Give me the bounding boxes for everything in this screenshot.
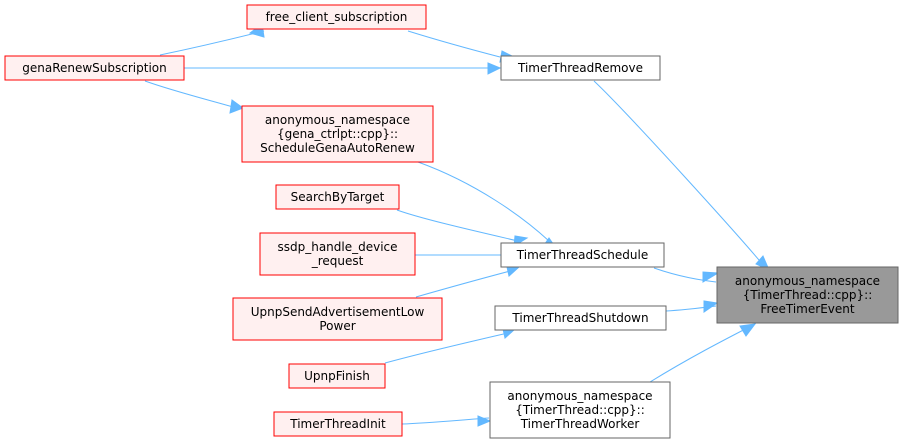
edge-line — [593, 80, 765, 267]
edge-TimerThreadShutdown-UpnpFinish — [384, 328, 517, 364]
node-label: ScheduleGenaAutoRenew — [260, 141, 415, 155]
edge-line — [144, 80, 241, 110]
node-box — [494, 305, 667, 331]
edge-TimerThreadSchedule-UpnpSendAdvertisementLowPower — [415, 266, 521, 298]
edge-TimerThreadRemove-genaRenewSubscription — [184, 62, 502, 75]
node-box — [259, 232, 416, 276]
edge-line — [653, 267, 717, 283]
node-box — [241, 105, 434, 163]
node-genaRenewSubscription[interactable]: genaRenewSubscription — [4, 55, 185, 81]
arrowhead-icon — [702, 271, 720, 283]
node-free_client_subscription[interactable]: free_client_subscription — [246, 4, 427, 30]
node-label: TimerThreadShutdown — [511, 311, 648, 325]
edge-line — [649, 323, 756, 383]
node-box — [500, 55, 661, 81]
edge-TimerThreadWorker-TimerThreadInit — [401, 415, 492, 427]
edge-line — [417, 161, 550, 242]
node-TimerThreadInit[interactable]: TimerThreadInit — [273, 411, 403, 437]
edge-line — [415, 269, 515, 298]
node-box — [4, 55, 185, 81]
node-label: anonymous_namespace — [265, 113, 410, 127]
node-label: _request — [311, 254, 364, 268]
edge-TimerThreadSchedule-ScheduleGenaAutoRenew — [417, 161, 560, 252]
edge-FreeTimerEvent-TimerThreadSchedule — [653, 267, 720, 283]
node-label: {gena_ctrlpt::cpp}:: — [277, 127, 398, 141]
arrowhead-icon — [703, 300, 719, 313]
node-label: TimerThreadWorker — [520, 417, 640, 431]
arrowhead-icon — [477, 415, 492, 427]
node-label: UpnpFinish — [304, 369, 370, 383]
edge-line — [384, 331, 513, 364]
node-label: ssdp_handle_device — [277, 240, 397, 254]
node-box — [288, 363, 386, 389]
node-label: FreeTimerEvent — [760, 302, 854, 316]
node-ssdp_handle_device_request[interactable]: ssdp_handle_device_request — [259, 232, 416, 276]
node-FreeTimerEvent: anonymous_namespace{TimerThread::cpp}::F… — [716, 266, 899, 324]
node-label: {TimerThread::cpp}:: — [515, 403, 645, 417]
node-label: Power — [319, 319, 355, 333]
node-TimerThreadRemove[interactable]: TimerThreadRemove — [500, 55, 661, 81]
node-label: TimerThreadInit — [289, 417, 386, 431]
node-label: free_client_subscription — [266, 10, 408, 24]
node-label: genaRenewSubscription — [22, 61, 167, 75]
edge-free_client_subscription-genaRenewSubscription — [407, 30, 516, 63]
node-label: anonymous_namespace — [507, 389, 652, 403]
node-box — [246, 4, 427, 30]
node-SearchByTarget[interactable]: SearchByTarget — [275, 184, 400, 210]
nodes-layer: free_client_subscription genaRenewSubscri… — [4, 4, 899, 439]
node-box — [275, 184, 400, 210]
edges-layer — [144, 23, 770, 427]
node-TimerThreadShutdown[interactable]: TimerThreadShutdown — [494, 305, 667, 331]
node-TimerThreadSchedule[interactable]: TimerThreadSchedule — [500, 242, 665, 268]
edge-line — [407, 30, 501, 58]
arrowhead-icon — [487, 62, 502, 75]
node-box — [716, 266, 899, 324]
edge-FreeTimerEvent-TimerThreadWorker — [649, 323, 757, 383]
edge-line — [159, 30, 265, 56]
node-label: UpnpSendAdvertisementLow — [251, 305, 425, 319]
node-box — [489, 381, 671, 439]
node-label: anonymous_namespace — [735, 274, 880, 288]
edge-TimerThreadSchedule-SearchByTarget — [396, 209, 529, 247]
edge-FreeTimerEvent-TimerThreadShutdown — [665, 300, 719, 313]
node-ScheduleGenaAutoRenew[interactable]: anonymous_namespace{gena_ctrlpt::cpp}::S… — [241, 105, 434, 163]
edge-line — [401, 417, 490, 425]
arrowhead-icon — [506, 266, 521, 277]
edge-line — [396, 209, 519, 242]
node-box — [273, 411, 403, 437]
edge-FreeTimerEvent-TimerThreadRemove — [593, 80, 770, 271]
node-box — [232, 297, 443, 341]
arrowhead-icon — [229, 99, 245, 114]
node-label: TimerThreadSchedule — [516, 248, 648, 262]
node-TimerThreadWorker[interactable]: anonymous_namespace{TimerThread::cpp}::T… — [489, 381, 671, 439]
node-box — [500, 242, 665, 268]
node-label: TimerThreadRemove — [517, 61, 643, 75]
node-label: {TimerThread::cpp}:: — [743, 288, 873, 302]
node-label: SearchByTarget — [291, 190, 385, 204]
node-UpnpFinish[interactable]: UpnpFinish — [288, 363, 386, 389]
arrowhead-icon — [739, 323, 757, 337]
edge-TimerThreadSchedule-ssdp_handle_device_request — [415, 249, 517, 261]
edge-ScheduleGenaAutoRenew-genaRenewSubscription — [144, 80, 245, 114]
